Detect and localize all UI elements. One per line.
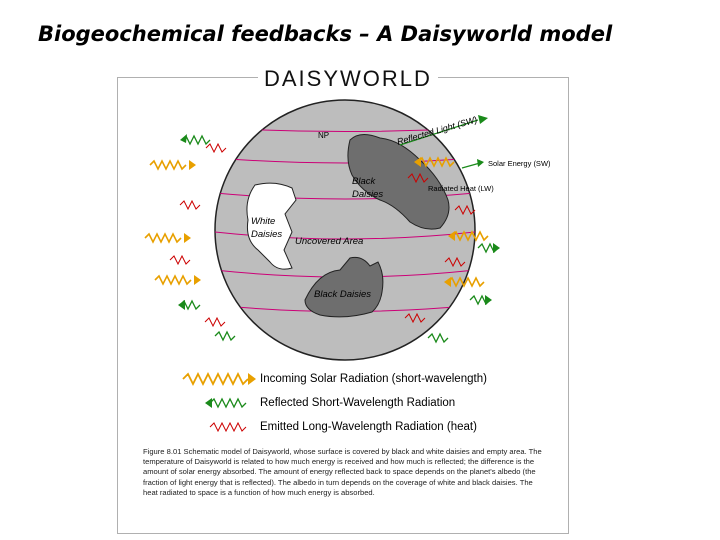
slide-title: Biogeochemical feedbacks – A Daisyworld … <box>38 22 613 46</box>
legend-item-reflected: Reflected Short-Wavelength Radiation <box>260 397 456 409</box>
label-uncovered-area: Uncovered Area <box>295 236 363 247</box>
legend-reflected-glyph <box>209 397 247 409</box>
legend-item-solar: Incoming Solar Radiation (short-waveleng… <box>260 373 487 385</box>
figure-caption: Figure 8.01 Schematic model of Daisyworl… <box>143 447 542 497</box>
black-daisies-patch-top <box>347 134 450 230</box>
legend-glyphs <box>182 371 256 433</box>
label-solar-energy: Solar Energy (SW) <box>488 159 551 168</box>
label-radiated-heat: Radiated Heat (LW) <box>428 184 494 193</box>
figure-heading: DAISYWORLD <box>258 66 438 92</box>
label-np: NP <box>318 131 329 140</box>
legend-item-heat: Emitted Long-Wavelength Radiation (heat) <box>260 421 477 433</box>
white-daisies-patch <box>246 182 297 270</box>
label-black-top-2: Daisies <box>352 189 383 200</box>
legend-heat-glyph <box>209 421 247 433</box>
radiation-arrows-right <box>404 156 500 344</box>
legend-solar-glyph <box>182 371 249 387</box>
label-black-top-1: Black <box>352 176 376 187</box>
label-black-bottom: Black Daisies <box>314 289 371 300</box>
radiation-arrows-left <box>144 134 236 342</box>
label-white-1: White <box>251 216 275 227</box>
label-white-2: Daisies <box>251 229 282 240</box>
black-daisies-patch-bottom <box>304 256 384 318</box>
